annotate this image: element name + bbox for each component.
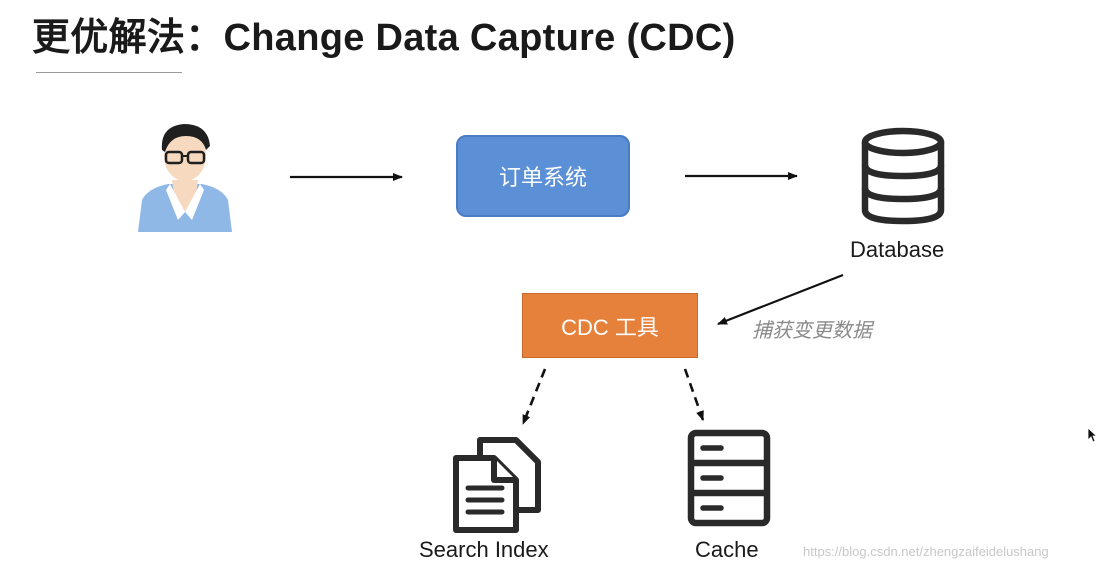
database-icon bbox=[861, 127, 945, 225]
page-title: 更优解法：Change Data Capture (CDC) bbox=[32, 17, 736, 59]
search-index-label: Search Index bbox=[419, 537, 549, 562]
order-system-label: 订单系统 bbox=[498, 165, 587, 190]
mouse-cursor-icon bbox=[1087, 427, 1098, 443]
watermark-url: https://blog.csdn.net/zhengzaifeidelusha… bbox=[803, 544, 1049, 559]
arrow-cdc-to-search-index bbox=[521, 368, 547, 425]
cache-label: Cache bbox=[695, 537, 759, 562]
capture-changes-label: 捕获变更数据 bbox=[752, 320, 872, 342]
title-divider bbox=[36, 72, 182, 73]
arrow-cdc-to-cache bbox=[683, 368, 705, 421]
arrow-database-to-cdc bbox=[717, 273, 844, 326]
order-system-node: 订单系统 bbox=[456, 135, 630, 217]
cdc-tool-label: CDC 工具 bbox=[561, 314, 659, 340]
server-icon bbox=[687, 429, 771, 527]
documents-icon bbox=[453, 437, 541, 533]
database-label: Database bbox=[850, 237, 945, 262]
user-avatar-icon bbox=[138, 124, 232, 232]
cdc-tool-node: CDC 工具 bbox=[522, 293, 698, 358]
